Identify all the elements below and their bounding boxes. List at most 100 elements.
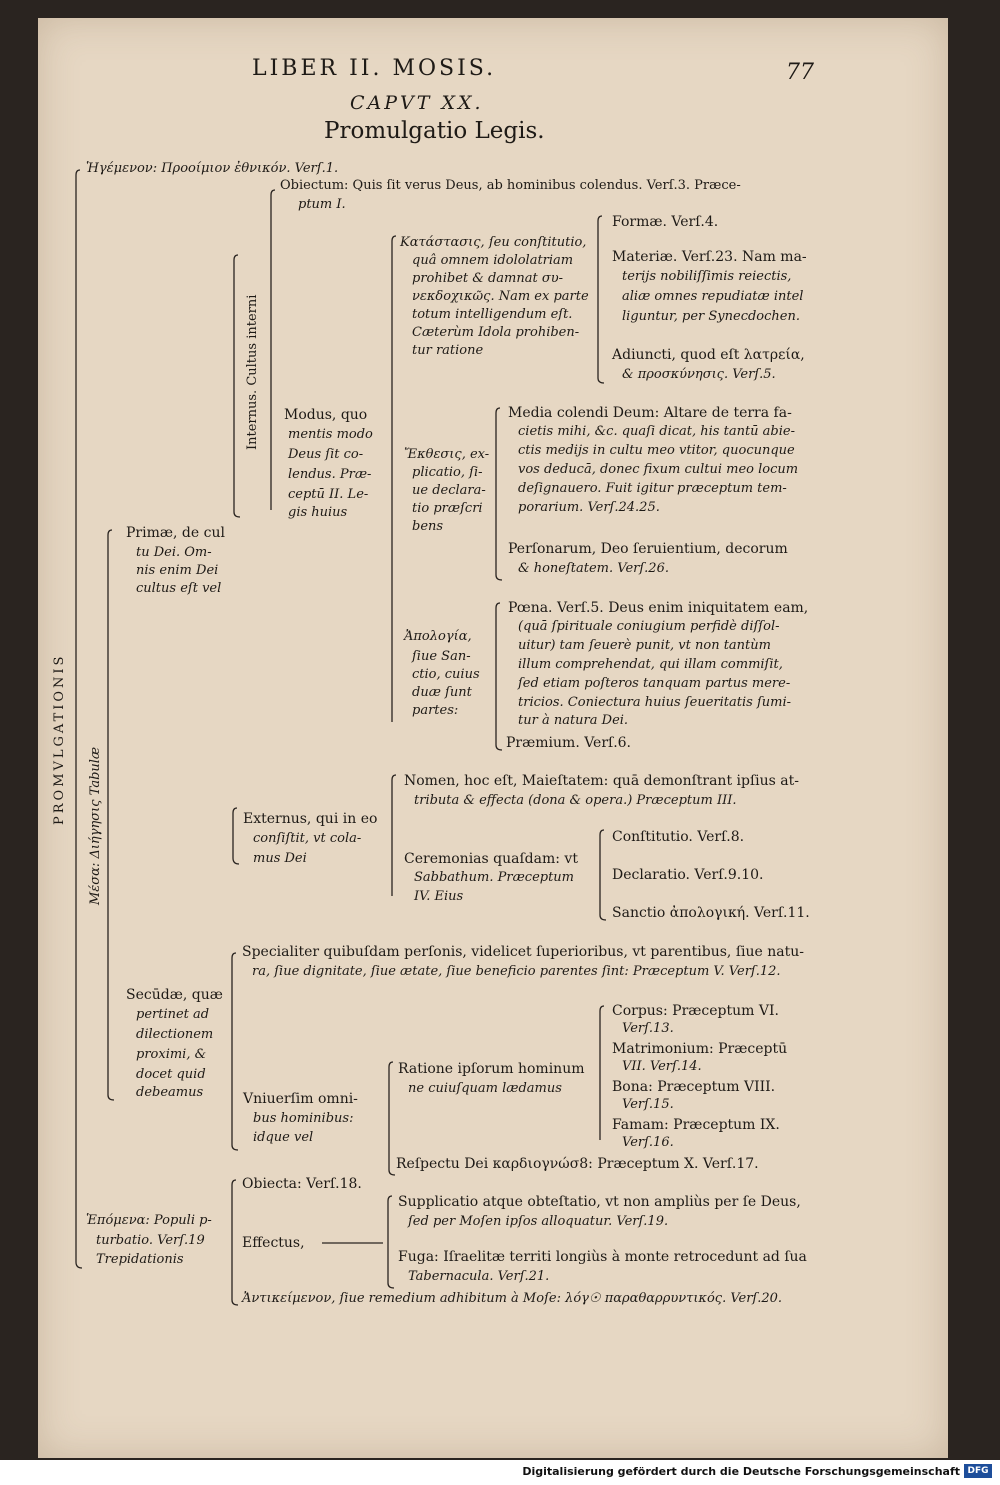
ekthesis-5: bens <box>412 519 444 534</box>
footer-credit: Digitalisierung gefördert durch die Deut… <box>522 1465 960 1478</box>
corpus-2: Verſ.13. <box>622 1021 674 1036</box>
bona-2: Verſ.15. <box>622 1097 674 1112</box>
corpus-1: Corpus: Præceptum VI. <box>612 1003 779 1019</box>
modus-5: ceptū II. Le- <box>288 487 369 502</box>
internus-label: Internus. Cultus interni <box>245 294 260 450</box>
formae: Formæ. Verſ.4. <box>612 214 719 230</box>
materiae-3: aliæ omnes repudiatæ intel <box>622 289 804 304</box>
vniuersim-3: idque vel <box>253 1130 314 1145</box>
ekthesis-1: Ἔκθεσις, ex- <box>404 447 490 462</box>
adiuncti-1: Adiuncti, quod eſt λατρεία, <box>612 347 805 363</box>
running-title: LIBER II. MOSIS. <box>252 56 497 81</box>
epomena-3: Trepidationis <box>96 1252 184 1267</box>
media-5: deſignauero. Fuit igitur præceptum tem- <box>518 481 787 496</box>
ratione-2: ne cuiuſquam lædamus <box>408 1081 562 1096</box>
modus-2: mentis modo <box>288 427 373 442</box>
modus-1: Modus, quo <box>284 407 368 423</box>
media-3: ctis medijs in cultu meo vtitor, quocunq… <box>518 443 795 458</box>
apologia-5: partes: <box>412 703 459 718</box>
page-title: Promulgatio Legis. <box>324 118 545 144</box>
ratione-1: Ratione ipſorum hominum <box>398 1061 585 1077</box>
poena-1: Pœna. Verſ.5. Deus enim iniquitatem eam, <box>508 600 809 616</box>
declaratio: Declaratio. Verſ.9.10. <box>612 867 764 883</box>
matrimonium-1: Matrimonium: Præceptū <box>612 1041 788 1057</box>
media-1: Media colendi Deum: Altare de terra fa- <box>508 405 792 421</box>
primae-3: nis enim Dei <box>136 563 219 578</box>
constitutio: Conſtitutio. Verſ.8. <box>612 829 745 845</box>
fuga-1: Fuga: Iſraelitæ territi longiùs à monte … <box>398 1249 807 1265</box>
externus-3: mus Dei <box>253 851 307 866</box>
poena-4: illum comprehendat, qui illam commiſit, <box>518 657 783 672</box>
secundae-2: pertinet ad <box>136 1007 210 1022</box>
ceremonias-1: Ceremonias quaſdam: vt <box>404 851 578 867</box>
ceremonias-3: IV. Eius <box>414 889 464 904</box>
respectu: Reſpectu Dei καρδιογνώσ8: Præceptum X. V… <box>396 1156 759 1172</box>
epomena-2: turbatio. Verſ.19 <box>96 1233 205 1248</box>
page-number: 77 <box>786 60 814 85</box>
nomen-2: tributa & effecta (dona & opera.) Præcep… <box>414 793 737 808</box>
sanctio: Sanctio ἀπολογική. Verſ.11. <box>612 905 810 921</box>
poena-7: tur à natura Dei. <box>518 713 629 728</box>
secundae-1: Secūdæ, quæ <box>126 987 223 1003</box>
materiae-1: Materiæ. Verſ.23. Nam ma- <box>612 249 807 265</box>
personarum-2: & honeſtatem. Verſ.26. <box>518 561 669 576</box>
ekthesis-4: tio præſcri <box>412 501 483 516</box>
footer-strip: Digitalisierung gefördert durch die Deut… <box>0 1460 1000 1485</box>
poena-5: ſed etiam poſteros tanquam partus mere- <box>518 676 791 691</box>
secundae-3: dilectionem <box>136 1027 214 1042</box>
obiecta: Obiecta: Verſ.18. <box>242 1176 362 1192</box>
media-2: cietis mihi, &c. quaſi dicat, his tantū … <box>518 424 795 439</box>
apologia-2: ſiue San- <box>412 649 471 664</box>
root-label: PROMVLGATIONIS <box>52 653 67 825</box>
katastasis-3: prohibet & damnat συ- <box>412 271 564 286</box>
specialiter-2: ra, ſiue dignitate, ſiue ætate, ſiue ben… <box>252 964 781 979</box>
personarum-1: Perſonarum, Deo ſeruientium, decorum <box>508 541 788 557</box>
katastasis-5: totum intelligendum eſt. <box>412 307 573 322</box>
primae-1: Primæ, de cul <box>126 525 225 541</box>
modus-6: gis huius <box>288 505 348 520</box>
media-label: Μέσα: Διήγησις Tabulæ <box>88 746 103 905</box>
materiae-2: terijs nobiliſſimis reiectis, <box>622 269 792 284</box>
fuga-2: Tabernacula. Verſ.21. <box>408 1269 550 1284</box>
ceremonias-2: Sabbathum. Præceptum <box>414 870 575 885</box>
apologia-3: ctio, cuius <box>412 667 480 682</box>
katastasis-1: Κατάστασις, ſeu conſtitutio, <box>400 235 587 250</box>
katastasis-7: tur ratione <box>412 343 484 358</box>
famam-1: Famam: Præceptum IX. <box>612 1117 780 1133</box>
dfg-logo: DFG <box>964 1464 992 1478</box>
obiectum-line-2: ptum I. <box>298 197 346 212</box>
secundae-5: docet quid <box>136 1067 206 1082</box>
media-4: vos deducā, donec fixum cultui meo locum <box>518 462 799 477</box>
vniuersim-2: bus hominibus: <box>253 1111 354 1126</box>
media-6: porarium. Verſ.24.25. <box>518 500 660 515</box>
specialiter-1: Specialiter quibuſdam perſonis, videlice… <box>242 944 804 960</box>
materiae-4: liguntur, per Synecdochen. <box>622 309 800 324</box>
nomen-1: Nomen, hoc eſt, Maieſtatem: quā demonſtr… <box>404 773 799 789</box>
poena-6: tricios. Coniectura huius ſeueritatis ſu… <box>518 695 792 710</box>
apologia-1: Ἀπολογία, <box>404 629 472 644</box>
book-page <box>38 18 948 1458</box>
secundae-6: debeamus <box>136 1085 204 1100</box>
obiectum-line-1: Obiectum: Quis ſit verus Deus, ab homini… <box>280 178 741 193</box>
adiuncti-2: & προσκύνησις. Verſ.5. <box>622 367 776 382</box>
praemium: Præmium. Verſ.6. <box>506 735 632 751</box>
poena-2: (quā ſpirituale coniugium perfidè diſſol… <box>518 619 780 634</box>
modus-4: lendus. Præ- <box>288 467 372 482</box>
externus-1: Externus, qui in eo <box>243 811 378 827</box>
katastasis-6: Cæterùm Idola prohiben- <box>412 325 580 340</box>
epomena-1: Ἑπόμενα: Populi p- <box>86 1213 212 1228</box>
ekthesis-3: ue declara- <box>412 483 486 498</box>
bona-1: Bona: Præceptum VIII. <box>612 1079 776 1095</box>
katastasis-2: quâ omnem idololatriam <box>412 253 574 268</box>
poena-3: uitur) tam ſeuerè punit, vt non tantùm <box>518 638 771 653</box>
apologia-4: duæ ſunt <box>412 685 472 700</box>
modus-3: Deus ſit co- <box>288 447 364 462</box>
primae-4: cultus eſt vel <box>136 581 222 596</box>
ekthesis-2: plicatio, ſi- <box>412 465 483 480</box>
vniuersim-1: Vniuerſim omni- <box>243 1091 358 1107</box>
primae-2: tu Dei. Om- <box>136 545 212 560</box>
supplicatio-2: ſed per Moſen ipſos alloquatur. Verſ.19. <box>408 1214 669 1229</box>
chapter-heading: CAPVT XX. <box>350 92 484 114</box>
proem-text: Ἡγέμενον: Προοίμιον ἐθνικόν. Verſ.1. <box>86 161 339 176</box>
